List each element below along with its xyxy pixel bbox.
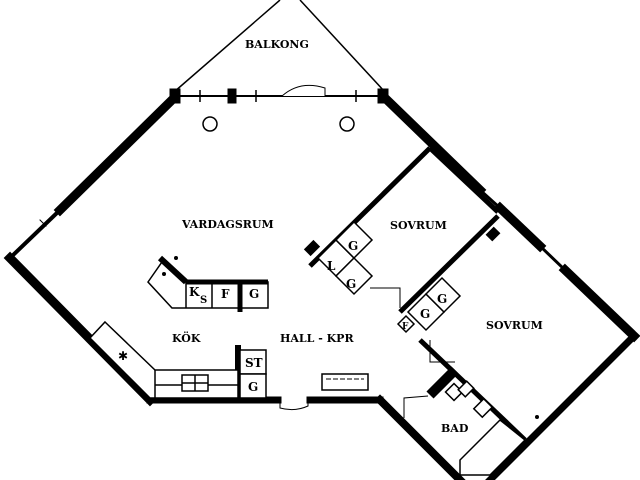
room-label-sovrum1: SOVRUM [390,219,447,232]
stove-dot [174,256,178,260]
range-hood-icon: ✱ [118,349,128,363]
room-label-hall: HALL - KPR [280,332,354,345]
wardrobe-sovrum2 [396,226,501,334]
fixture-g-wardrobe2: G [346,277,356,291]
room-label-kok: KÖK [172,331,201,345]
kitchen-counter-upper [147,255,269,312]
column-left [202,116,218,132]
fixture-s: S [200,295,207,306]
fixture-f-wardrobe: F [402,322,409,332]
fixture-g-wardrobe3: G [420,307,430,321]
room-label-bad: BAD [441,422,469,435]
balcony-wall [169,84,389,104]
entrance-door[interactable] [279,400,309,411]
fixture-g-wardrobe1: G [348,239,358,253]
kitchen-counter-lower [88,320,267,399]
exterior-walls [3,91,640,480]
fixture-k: K [189,285,200,299]
bathroom-fixtures [444,380,527,476]
hall-bench [321,373,369,391]
room-label-balkong: BALKONG [245,38,309,51]
drain-dot [535,415,539,419]
fixture-g-kitchen2: G [248,380,258,394]
fixture-g-kitchen: G [249,287,259,301]
sink-dot [162,272,166,276]
fixture-l-wardrobe: L [327,259,336,273]
wardrobe-sovrum1 [303,220,374,296]
fixture-st: ST [245,356,263,370]
balcony-outline [173,0,386,93]
room-label-vardagsrum: VARDAGSRUM [181,218,274,231]
column-right [339,116,355,132]
fixture-f-kitchen: F [221,287,230,301]
room-label-sovrum2: SOVRUM [486,319,543,332]
fixture-g-wardrobe4: G [437,292,447,306]
